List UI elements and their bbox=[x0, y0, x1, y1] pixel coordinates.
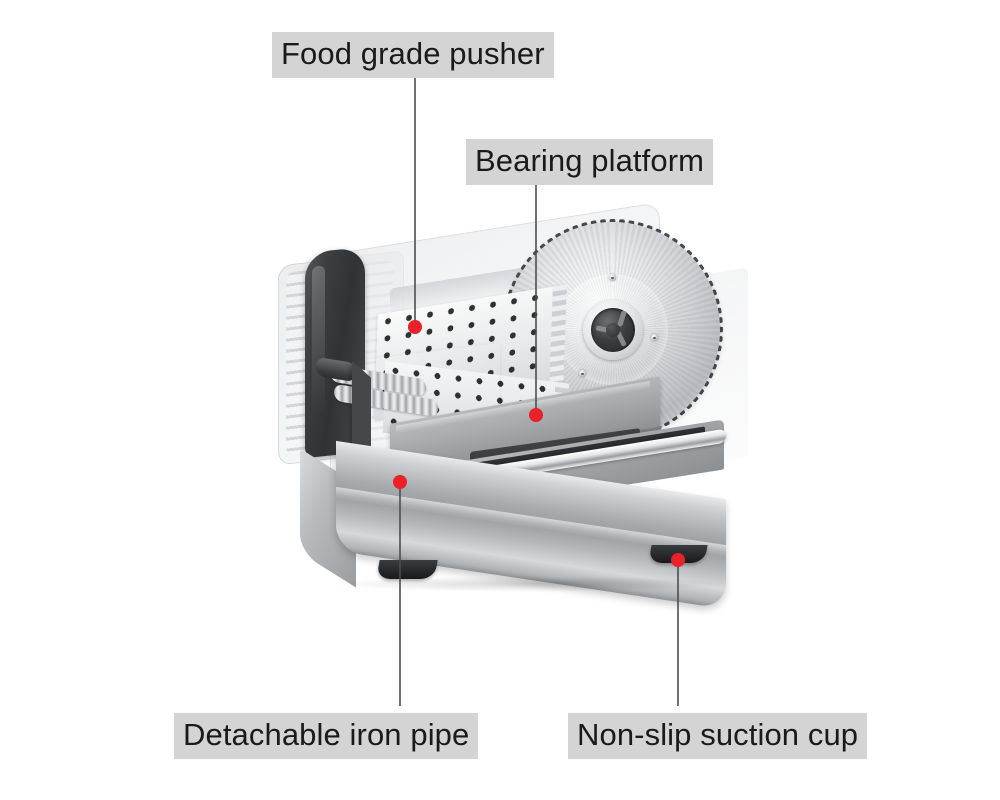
blade-screw-icon bbox=[651, 334, 658, 341]
callout-label-non-slip-suction-cup[interactable]: Non-slip suction cup bbox=[568, 713, 868, 759]
callout-label-detachable-iron-pipe[interactable]: Detachable iron pipe bbox=[174, 713, 479, 759]
callout-label-bearing-platform[interactable]: Bearing platform bbox=[466, 139, 714, 185]
blade-hub-center bbox=[606, 323, 620, 337]
hub-spoke bbox=[617, 310, 627, 327]
blade-assembly bbox=[502, 219, 723, 440]
ground-shadow bbox=[330, 576, 730, 592]
blade-screw-icon bbox=[609, 274, 616, 281]
callout-label-food-grade-pusher[interactable]: Food grade pusher bbox=[272, 32, 554, 78]
suction-cup-foot-right bbox=[648, 545, 708, 563]
handle-highlight bbox=[312, 265, 325, 417]
blade-screw-icon bbox=[579, 370, 586, 377]
